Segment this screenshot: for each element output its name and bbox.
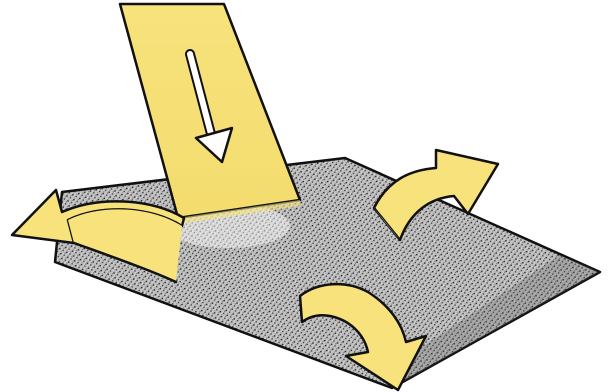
rough-surface bbox=[55, 158, 600, 388]
